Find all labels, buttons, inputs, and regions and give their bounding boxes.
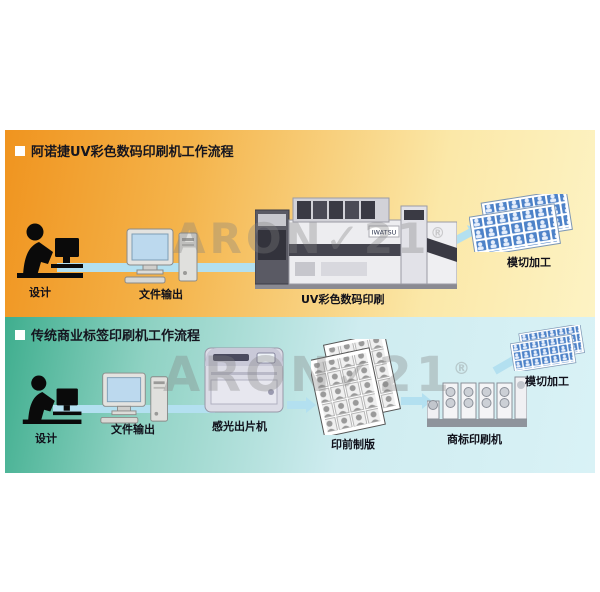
uv-digital-press-icon: IWATSU [254, 192, 458, 292]
traditional-workflow-title: 传统商业标签印刷机工作流程 [15, 325, 200, 344]
step-label-platemaking: 印前制版 [331, 438, 375, 451]
step-label-die-cutting: 模切加工 [525, 375, 569, 388]
workstation-icon [99, 369, 173, 427]
flow-arrow-to-plates [287, 397, 316, 413]
step-label-die-cutting: 模切加工 [507, 256, 551, 269]
square-bullet-icon [15, 145, 25, 156]
imagesetter-icon [201, 338, 287, 416]
workflow-diagram: 阿诺捷UV彩色数码印刷机工作流程 ARON✓21® [5, 130, 595, 473]
flow-line [53, 405, 215, 413]
uv-workflow-panel: 阿诺捷UV彩色数码印刷机工作流程 ARON✓21® [5, 130, 595, 317]
traditional-workflow-title-text: 传统商业标签印刷机工作流程 [31, 329, 201, 344]
designer-silhouette-icon [15, 220, 87, 282]
step-label-design: 设计 [29, 286, 51, 299]
uv-workflow-title: 阿诺捷UV彩色数码印刷机工作流程 [15, 141, 234, 160]
step-label-file-output: 文件输出 [139, 288, 183, 301]
step-label-imagesetter: 感光出片机 [212, 420, 267, 433]
prepress-plates-icon [307, 331, 405, 438]
press-brand-text: IWATSU [372, 229, 397, 237]
flow-line [57, 263, 265, 272]
workstation-icon [123, 225, 203, 287]
traditional-workflow-panel: 传统商业标签印刷机工作流程 ARON✓21® [5, 317, 595, 473]
uv-workflow-title-text: 阿诺捷UV彩色数码印刷机工作流程 [31, 145, 234, 160]
label-press-icon [426, 367, 528, 429]
step-label-label-press: 商标印刷机 [447, 433, 502, 446]
label-sheets-icon [509, 323, 595, 373]
step-label-file-output: 文件输出 [111, 423, 155, 436]
step-label-design: 设计 [35, 432, 57, 445]
label-sheets-icon [468, 189, 591, 258]
square-bullet-icon [15, 329, 25, 340]
step-label-uv-printing: UV彩色数码印刷 [301, 293, 385, 306]
designer-silhouette-icon [21, 372, 85, 428]
